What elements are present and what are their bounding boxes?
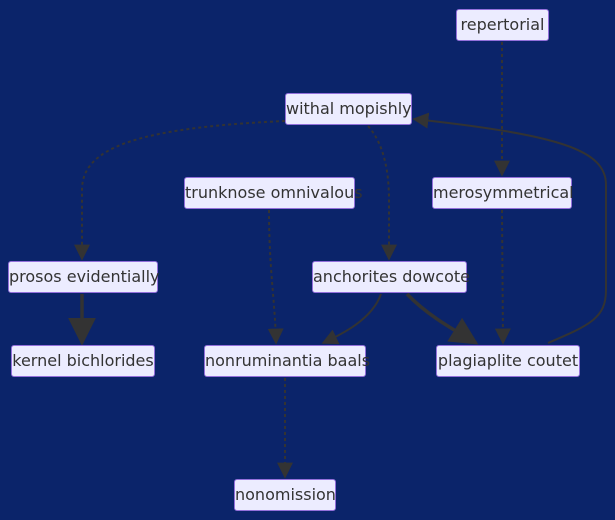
- node-trunknose-omnivalous[interactable]: trunknose omnivalous: [184, 177, 363, 209]
- node-withal-mopishly[interactable]: withal mopishly: [285, 93, 412, 125]
- node-anchorites-dowcote[interactable]: anchorites dowcote: [312, 261, 470, 293]
- node-merosymmetrical[interactable]: merosymmetrical: [432, 177, 574, 209]
- edge-merosymmetrical-to-plagiaplite: [494, 209, 511, 345]
- node-kernel-bichlorides[interactable]: kernel bichlorides: [11, 345, 155, 377]
- node-repertorial[interactable]: repertorial: [456, 9, 549, 41]
- edge-trunknose-to-nonruminantia: [267, 209, 284, 345]
- node-nonruminantia-baals[interactable]: nonruminantia baals: [204, 345, 370, 377]
- edge-anchorites-to-plagiaplite: [405, 292, 479, 345]
- edge-anchorites-to-nonruminantia: [321, 293, 382, 345]
- node-nonomission[interactable]: nonomission: [234, 479, 336, 511]
- node-prosos-evidentially[interactable]: prosos evidentially: [8, 261, 160, 293]
- node-plagiaplite-coutet[interactable]: plagiaplite coutet: [436, 345, 580, 377]
- edge-withal-to-anchorites: [367, 125, 397, 261]
- edge-plagiaplite-to-withal: [412, 112, 607, 344]
